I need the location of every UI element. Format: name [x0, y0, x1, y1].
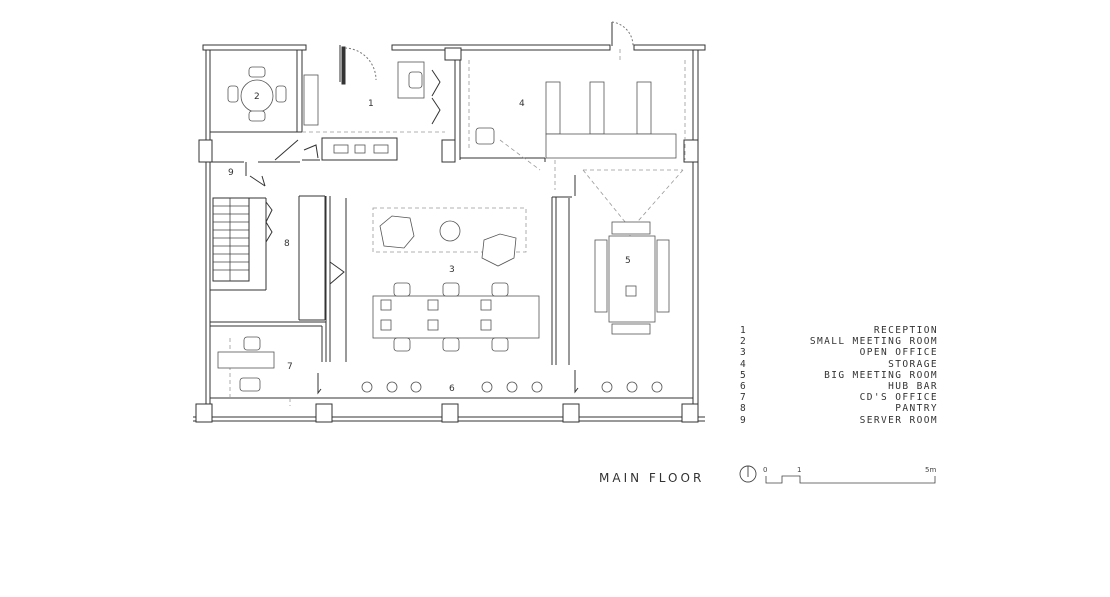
north-arrow-icon — [739, 465, 757, 483]
doors — [249, 21, 634, 395]
legend-row: 1 RECEPTION — [736, 325, 938, 336]
legend-row: 7 CD'S OFFICE — [736, 392, 938, 403]
legend-label: SERVER ROOM — [859, 414, 938, 426]
legend-row: 8 PANTRY — [736, 403, 938, 414]
legend-label: BIG MEETING ROOM — [824, 369, 938, 381]
legend-number: 4 — [740, 358, 748, 370]
columns — [195, 47, 699, 423]
room-number-2: 2 — [254, 92, 260, 102]
legend-number: 1 — [740, 325, 748, 336]
legend-label: STORAGE — [888, 358, 938, 370]
room-number-4: 4 — [519, 99, 525, 109]
furniture — [217, 61, 677, 393]
legend-row: 2 SMALL MEETING ROOM — [736, 336, 938, 347]
room-number-8: 8 — [284, 239, 290, 249]
legend-row: 4 STORAGE — [736, 359, 938, 370]
legend-label: SMALL MEETING ROOM — [809, 336, 938, 348]
room-number-1: 1 — [368, 99, 374, 109]
legend-number: 5 — [740, 369, 748, 381]
room-numbers: 1 2 3 4 5 6 7 8 9 — [228, 92, 631, 394]
room-number-7: 7 — [287, 362, 293, 372]
legend-row: 6 HUB BAR — [736, 381, 938, 392]
legend-number: 8 — [740, 403, 748, 415]
legend-label: CD'S OFFICE — [859, 392, 938, 404]
room-number-3: 3 — [449, 265, 455, 275]
legend-number: 6 — [740, 380, 748, 392]
legend-number: 9 — [740, 414, 748, 426]
room-number-5: 5 — [625, 256, 631, 266]
legend-row: 5 BIG MEETING ROOM — [736, 370, 938, 381]
room-legend: 1 RECEPTION 2 SMALL MEETING ROOM 3 OPEN … — [736, 325, 938, 426]
legend-label: HUB BAR — [888, 380, 938, 392]
legend-label: OPEN OFFICE — [859, 347, 938, 359]
legend-row: 9 SERVER ROOM — [736, 415, 938, 426]
stair-treads — [213, 198, 249, 281]
legend-label: PANTRY — [895, 403, 938, 415]
scale-tick-0: 0 — [763, 466, 767, 474]
scale-tick-1: 1 — [797, 466, 801, 474]
legend-number: 7 — [740, 392, 748, 404]
scale-bar — [765, 475, 936, 484]
interior-walls — [210, 45, 572, 365]
legend-number: 2 — [740, 336, 748, 348]
floor-title: MAIN FLOOR — [599, 471, 705, 485]
legend-row: 3 OPEN OFFICE — [736, 347, 938, 358]
scale-tick-5: 5m — [925, 466, 936, 474]
legend-number: 3 — [740, 347, 748, 359]
room-number-6: 6 — [449, 384, 455, 394]
legend-label: RECEPTION — [873, 325, 938, 336]
room-number-9: 9 — [228, 168, 234, 178]
